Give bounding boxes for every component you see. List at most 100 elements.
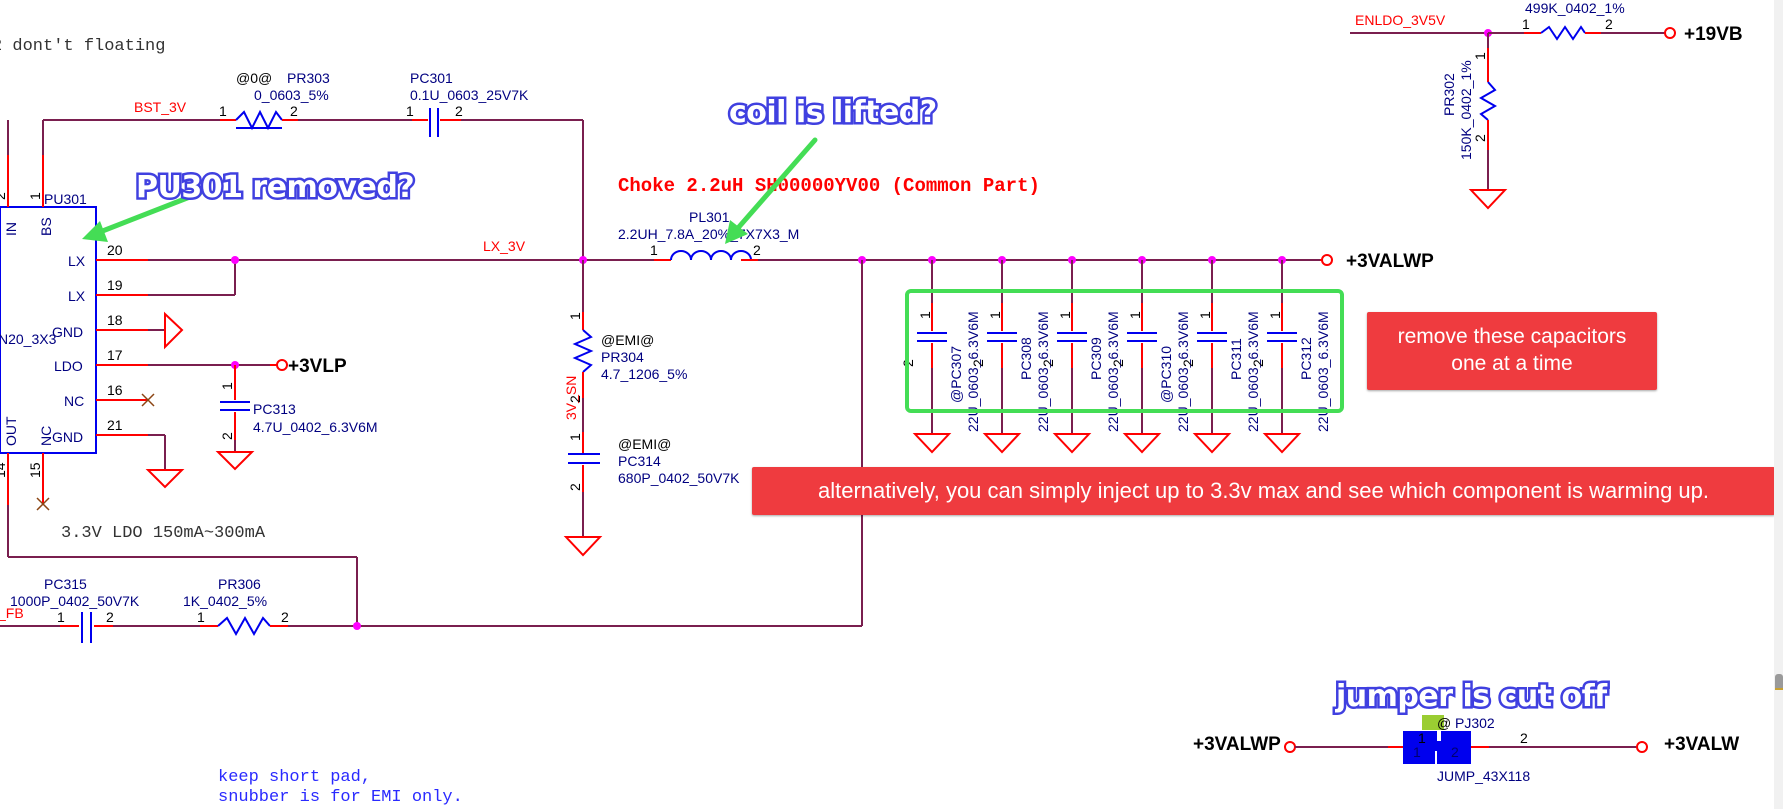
ic-right-pins: LX 20 LX 19 GND 18 LDO 17 NC 16 GND 21: [52, 242, 148, 445]
ground-icon: [164, 311, 184, 350]
pin-num: 2: [567, 395, 583, 403]
rail-terminal: [1664, 27, 1676, 39]
resistor-pr303: @0@ PR303 0_0603_5% 1 2: [219, 70, 330, 131]
pin-label: GND: [52, 429, 83, 445]
part-value: 22U_0603_6.3V6M: [1175, 311, 1191, 432]
part-value: 680P_0402_50V7K: [618, 470, 740, 486]
inductor-pl301: PL301 2.2UH_7.8A_20%_7X7X3_M 1 2: [618, 209, 799, 261]
pin-num: 17: [107, 347, 123, 363]
ground-icon: [982, 433, 1022, 454]
jumper-pad-1: [1403, 731, 1433, 764]
pin-num-out: 14: [0, 462, 8, 478]
scrollbar-thumb[interactable]: [1775, 674, 1783, 690]
pin-label-bs: BS: [38, 217, 54, 236]
net-label-lx: LX_3V: [483, 238, 526, 254]
part-ref: PR304: [601, 349, 644, 365]
pin-label-in: IN: [3, 222, 19, 236]
ic-ref: PU301: [44, 191, 87, 207]
rail-terminal: [1284, 741, 1296, 753]
pin-label: LDO: [54, 358, 83, 374]
choke-note: Choke 2.2uH SH00000YV00 (Common Part): [618, 175, 1040, 197]
pin-num: 2: [106, 609, 114, 625]
pad-num: 2: [1451, 744, 1459, 760]
part-value: JUMP_43X118: [1437, 768, 1530, 784]
part-value: 22U_0603_6.3V6M: [1035, 311, 1051, 432]
net-label-sn: 3V_SN: [563, 376, 579, 420]
ground-icon: [1192, 433, 1232, 454]
pin-num: 1: [219, 103, 227, 119]
pin-label: LX: [68, 288, 86, 304]
enldo-divider: +19VB ENLDO_3V5V 499K_0402_1% 1 2 PR302 …: [1350, 0, 1743, 210]
part-ref: PC309: [1088, 337, 1104, 380]
capacitor-highlight-box: [905, 289, 1344, 413]
scrollbar-track[interactable]: [1774, 0, 1783, 809]
part-ref: PR302: [1441, 73, 1457, 116]
capacitor-pc301: PC301 0.1U_0603_25V7K 1 2: [406, 70, 529, 137]
pin-num: 2: [219, 432, 235, 440]
capacitor-pc313: PC313 4.7U_0402_6.3V6M 1 2: [215, 365, 378, 471]
pin-label: NC: [64, 393, 84, 409]
pin-num: 2: [1180, 359, 1196, 367]
part-value: 0.1U_0603_25V7K: [410, 87, 529, 103]
arrow-to-pu301: [82, 190, 203, 242]
emi-note-line1: keep short pad,: [218, 768, 371, 787]
capacitor-pc315: PC315 1000P_0402_50V7K 1 2: [10, 576, 140, 643]
part-value: 22U_0603_6.3V6M: [1245, 311, 1261, 432]
net-label-bst: BST_3V: [134, 99, 187, 115]
rail-label-3vlp: +3VLP: [288, 356, 347, 377]
pin-num: 2: [753, 242, 761, 258]
annotation-jumper-cut: jumper is cut off: [1335, 679, 1608, 714]
rail-terminal: [276, 359, 288, 371]
part-ref: PC313: [253, 401, 296, 417]
pin-num: 1: [219, 382, 235, 390]
pin-num: 2: [1520, 730, 1528, 746]
pin-num: 1: [1522, 16, 1530, 32]
pin-num: 1: [197, 609, 205, 625]
part-ref: PC315: [44, 576, 87, 592]
annotation-pu301-removed: PU301 removed?: [136, 170, 414, 205]
part-value: 22U_0603_6.3V6M: [965, 311, 981, 432]
ground-icon: [215, 451, 255, 471]
part-value: 4.7_1206_5%: [601, 366, 687, 382]
pin-num: 20: [107, 242, 123, 258]
net-label-fb: _FB: [0, 605, 24, 621]
pin-num-bs: 1: [27, 192, 43, 200]
pin-num: 1: [406, 103, 414, 119]
emi-note-line2: snubber is for EMI only.: [218, 788, 463, 807]
ldo-note: 3.3V LDO 150mA~300mA: [61, 524, 266, 543]
note-line: one at a time: [1451, 352, 1573, 375]
part-value: 1000P_0402_50V7K: [10, 593, 140, 609]
part-ref: @PC310: [1158, 346, 1174, 403]
part-value: 1K_0402_5%: [183, 593, 267, 609]
top-note: 2 dont't floating: [0, 37, 165, 56]
pin-num: 19: [107, 277, 123, 293]
pin-num: 1: [1127, 311, 1143, 319]
part-tag: @EMI@: [618, 436, 671, 452]
pin-num: 2: [1040, 359, 1056, 367]
arrow-to-coil: [725, 137, 818, 244]
pin-num: 2: [290, 103, 298, 119]
rail-terminal: [1636, 741, 1648, 753]
part-value: 22U_0603_6.3V6M: [1105, 311, 1121, 432]
part-value: 150K_0402_1%: [1458, 60, 1474, 160]
ground-icon: [1262, 433, 1302, 454]
part-value: 499K_0402_1%: [1525, 0, 1625, 16]
pin-num: 2: [970, 359, 986, 367]
part-value: 2.2UH_7.8A_20%_7X7X3_M: [618, 226, 799, 242]
part-ref: PC312: [1298, 337, 1314, 380]
no-connect-icon: [141, 393, 155, 407]
pin-num-nc: 15: [27, 462, 43, 478]
ground-icon: [912, 433, 952, 454]
junction: [231, 256, 239, 264]
part-ref: PR306: [218, 576, 261, 592]
pin-label: LX: [68, 253, 86, 269]
pin-num: 1: [1057, 311, 1073, 319]
part-tag: @EMI@: [601, 332, 654, 348]
pin-num: 2: [455, 103, 463, 119]
ic-package: N20_3X3: [0, 331, 57, 347]
ground-icon: [145, 469, 185, 489]
